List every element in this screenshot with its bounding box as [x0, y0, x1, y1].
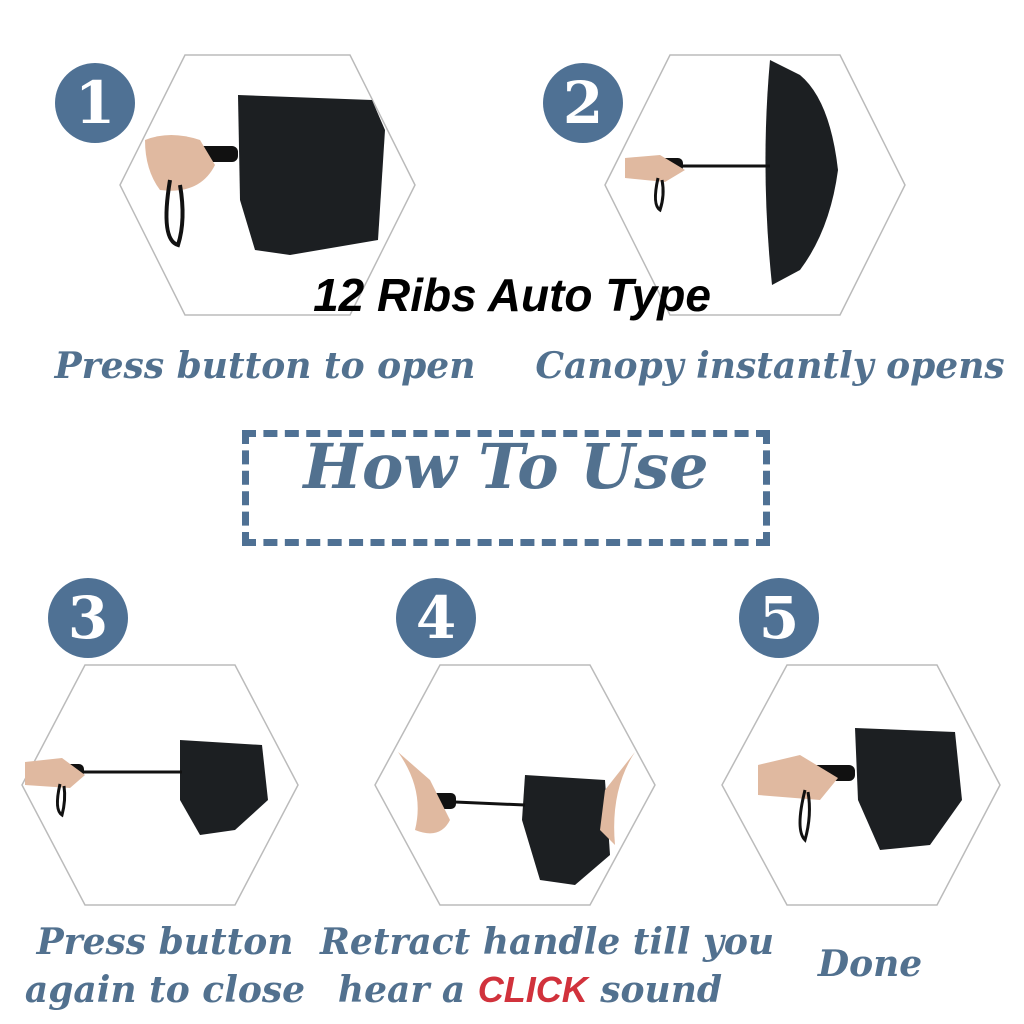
step-caption-5: Done: [817, 943, 923, 985]
caption-text: hear a: [337, 969, 466, 1011]
hexagon-frame-5: [721, 664, 1001, 906]
umbrella-retract-image-4: [398, 752, 635, 885]
hexagon-frame-3: [21, 664, 299, 906]
step-caption-4-line1: Retract handle till you: [320, 921, 775, 963]
caption-text: sound: [600, 969, 723, 1011]
step-caption-4-line2: hear a CLICK sound: [320, 966, 740, 1014]
page-heading: How To Use: [303, 430, 709, 503]
step-number-4: 4: [396, 578, 476, 658]
step-caption-4: Retract handle till you hear a CLICK sou…: [320, 918, 775, 1014]
click-highlight: CLICK: [477, 969, 588, 1010]
step-caption-3: Press button again to close: [20, 918, 310, 1014]
step-number-1: 1: [55, 63, 135, 143]
step-caption-3-line1: Press button: [36, 921, 294, 963]
step-caption-3-line2: again to close: [24, 969, 306, 1011]
step-caption-1: Press button to open: [54, 345, 476, 387]
umbrella-open-image-2: [625, 60, 838, 285]
hexagon-frame-2: [604, 54, 906, 316]
step-number-3: 3: [48, 578, 128, 658]
heading-frame: [242, 430, 770, 546]
umbrella-closed-image-5: [758, 728, 962, 850]
umbrella-closing-image-3: [25, 740, 268, 835]
step-caption-2: Canopy instantly opens: [535, 345, 1005, 387]
step-number-5: 5: [739, 578, 819, 658]
hexagon-frame-4: [374, 664, 656, 906]
umbrella-folded-image-1: [145, 95, 385, 255]
hexagon-frame-1: [119, 54, 416, 316]
product-title: 12 Ribs Auto Type: [313, 269, 711, 321]
step-number-2: 2: [543, 63, 623, 143]
